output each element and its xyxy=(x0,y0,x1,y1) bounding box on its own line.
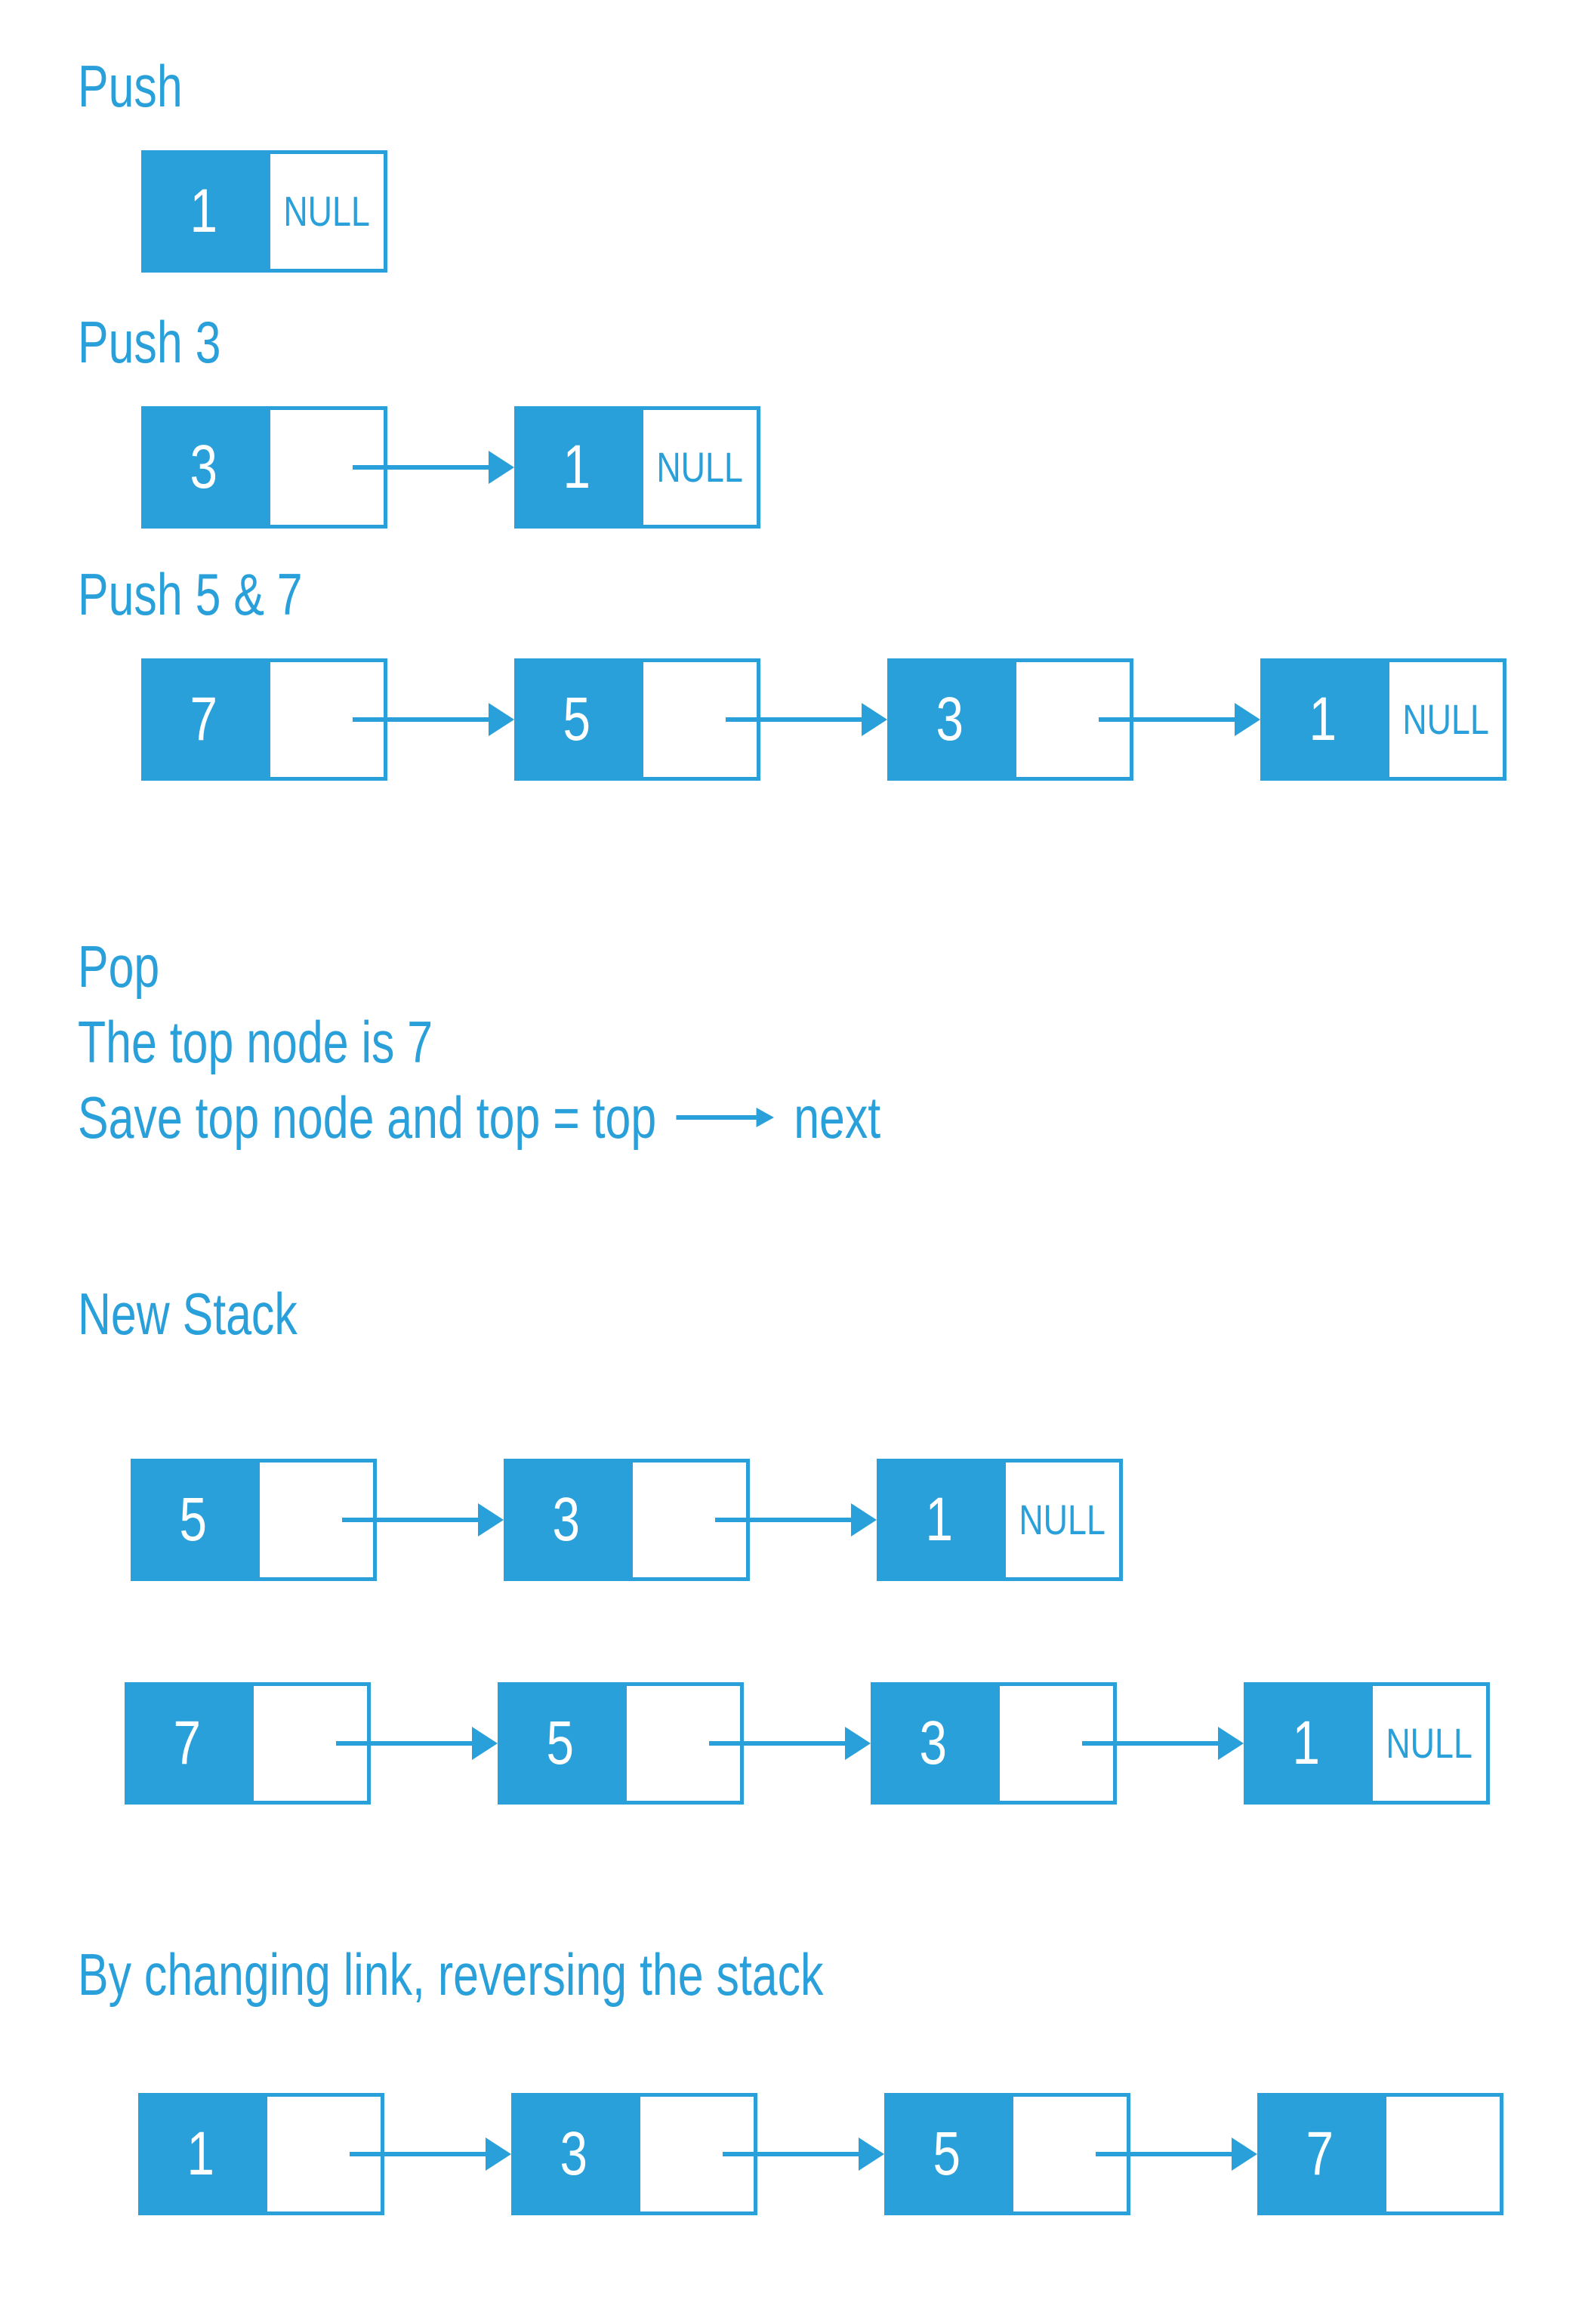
link-arrow-icon xyxy=(726,703,887,736)
node-value-cell: 1 xyxy=(877,1459,1002,1581)
node-value-cell: 3 xyxy=(871,1682,996,1805)
link-arrow-icon xyxy=(1096,2138,1257,2171)
node-pointer-cell: NULL xyxy=(1369,1682,1490,1805)
node-value: 5 xyxy=(179,1485,208,1554)
pop-text-block: Pop The top node is 7 Save top node and … xyxy=(78,929,1107,1155)
node-pointer-label: NULL xyxy=(1386,1719,1473,1767)
list-node: 1 NULL xyxy=(141,150,387,273)
list-node: 1 xyxy=(138,2093,384,2215)
list-node: 1 NULL xyxy=(1244,1682,1490,1805)
node-value: 3 xyxy=(919,1709,948,1777)
list-node: 1 NULL xyxy=(514,406,760,529)
list-node: 3 xyxy=(871,1682,1117,1805)
list-node: 7 xyxy=(141,658,387,781)
node-pointer-cell xyxy=(1383,2093,1503,2215)
section-title-new-stack: New Stack xyxy=(78,1281,298,1347)
list-node: 7 xyxy=(1257,2093,1503,2215)
node-value-cell: 7 xyxy=(125,1682,250,1805)
node-value: 7 xyxy=(190,685,218,754)
node-value: 3 xyxy=(936,685,964,754)
link-arrow-icon xyxy=(353,451,514,484)
list-node: 1 NULL xyxy=(1260,658,1506,781)
node-pointer-cell: NULL xyxy=(1002,1459,1123,1581)
node-value: 3 xyxy=(190,433,218,501)
section-title-push: Push xyxy=(78,53,183,119)
list-node: 5 xyxy=(131,1459,377,1581)
pop-save-line-before: Save top node and top = top xyxy=(78,1084,657,1151)
pop-top-node-line: The top node is 7 xyxy=(78,1009,433,1075)
node-value-cell: 5 xyxy=(884,2093,1010,2215)
node-value-cell: 5 xyxy=(498,1682,623,1805)
list-node: 5 xyxy=(884,2093,1130,2215)
section-title-push-3: Push 3 xyxy=(78,309,221,375)
node-value: 1 xyxy=(190,177,218,245)
list-node: 7 xyxy=(125,1682,371,1805)
link-arrow-icon xyxy=(1082,1727,1244,1760)
node-pointer-cell: NULL xyxy=(1386,658,1506,781)
node-value-cell: 3 xyxy=(504,1459,629,1581)
node-pointer-cell xyxy=(1010,2093,1130,2215)
node-value: 7 xyxy=(173,1709,202,1777)
node-value: 7 xyxy=(1306,2119,1334,2188)
node-value-cell: 1 xyxy=(514,406,640,529)
node-pointer-label: NULL xyxy=(656,443,744,491)
node-value-cell: 5 xyxy=(514,658,640,781)
node-value: 5 xyxy=(546,1709,575,1777)
list-node: 5 xyxy=(498,1682,744,1805)
node-value-cell: 7 xyxy=(141,658,267,781)
link-arrow-icon xyxy=(723,2138,884,2171)
link-arrow-icon xyxy=(353,703,514,736)
node-value: 1 xyxy=(1292,1709,1321,1777)
list-node: 3 xyxy=(504,1459,750,1581)
section-title-reverse: By changing link, reversing the stack xyxy=(78,1941,824,2008)
link-arrow-icon xyxy=(336,1727,498,1760)
link-arrow-icon xyxy=(350,2138,511,2171)
node-value: 3 xyxy=(560,2119,588,2188)
node-value: 1 xyxy=(563,433,591,501)
list-node: 3 xyxy=(887,658,1133,781)
node-value-cell: 7 xyxy=(1257,2093,1383,2215)
node-pointer-label: NULL xyxy=(283,187,371,235)
node-value-cell: 3 xyxy=(141,406,267,529)
node-pointer-cell: NULL xyxy=(267,150,387,273)
pop-save-line-after: next xyxy=(794,1084,881,1151)
node-value: 1 xyxy=(1309,685,1337,754)
list-node: 5 xyxy=(514,658,760,781)
node-value: 1 xyxy=(187,2119,215,2188)
node-value: 1 xyxy=(925,1485,954,1554)
list-node: 1 NULL xyxy=(877,1459,1123,1581)
link-arrow-icon xyxy=(342,1503,504,1536)
node-value-cell: 1 xyxy=(138,2093,264,2215)
node-value-cell: 5 xyxy=(131,1459,256,1581)
pop-save-line: Save top node and top = top next xyxy=(78,1080,880,1155)
node-value: 5 xyxy=(563,685,591,754)
node-value-cell: 1 xyxy=(1260,658,1386,781)
node-pointer-cell: NULL xyxy=(640,406,760,529)
link-arrow-icon xyxy=(1099,703,1260,736)
node-value-cell: 3 xyxy=(887,658,1013,781)
node-value-cell: 3 xyxy=(511,2093,637,2215)
link-arrow-icon xyxy=(715,1503,877,1536)
node-value-cell: 1 xyxy=(141,150,267,273)
right-arrow-icon xyxy=(676,1108,774,1128)
node-value: 3 xyxy=(552,1485,581,1554)
node-pointer-label: NULL xyxy=(1402,695,1490,743)
list-node: 3 xyxy=(141,406,387,529)
node-value-cell: 1 xyxy=(1244,1682,1369,1805)
list-node: 3 xyxy=(511,2093,757,2215)
node-pointer-label: NULL xyxy=(1019,1496,1106,1543)
node-value: 5 xyxy=(933,2119,961,2188)
pop-title: Pop xyxy=(78,933,160,1000)
section-title-push-5-7: Push 5 & 7 xyxy=(78,561,303,627)
link-arrow-icon xyxy=(709,1727,871,1760)
